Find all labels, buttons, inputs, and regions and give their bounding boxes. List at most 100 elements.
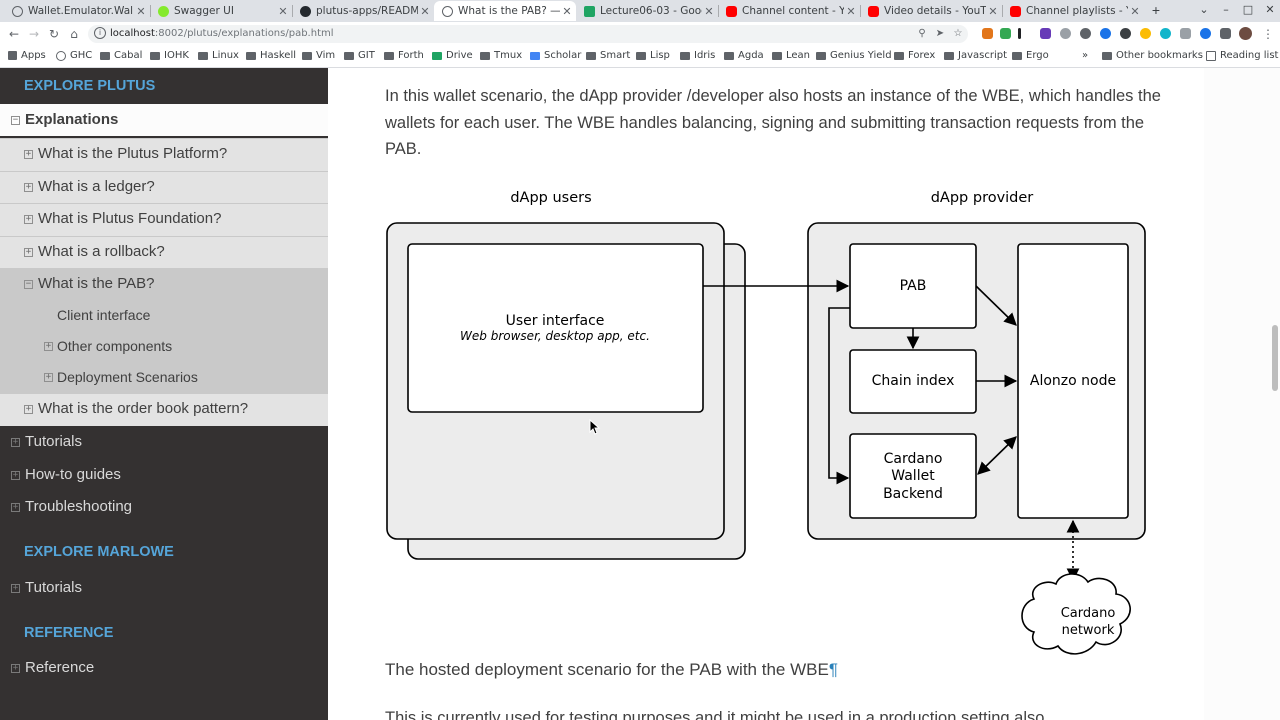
bookmark[interactable]: Haskell [246, 50, 296, 61]
browser-tab[interactable]: plutus-apps/README.n ✕ [292, 1, 434, 21]
other-bookmarks[interactable]: Other bookmarks [1102, 50, 1203, 61]
bookmark[interactable]: Lean [772, 50, 810, 61]
sidebar-item-plutus-foundation[interactable]: + What is Plutus Foundation? [0, 203, 328, 236]
browser-tab[interactable]: Wallet.Emulator.Wallet ✕ [4, 1, 150, 21]
bookmark[interactable]: Agda [724, 50, 764, 61]
browser-tab[interactable]: Swagger UI ✕ [150, 1, 292, 21]
extension-icon[interactable] [1180, 28, 1191, 39]
sidebar-item-pab[interactable]: − What is the PAB? [0, 268, 328, 301]
sidebar-item-label: Troubleshooting [25, 498, 133, 515]
avatar[interactable] [1239, 27, 1252, 40]
sidebar-item-other-components[interactable]: + Other components [0, 331, 328, 362]
close-icon[interactable]: ✕ [278, 4, 288, 18]
extension-icon[interactable] [1040, 28, 1051, 39]
reading-list[interactable]: Reading list [1206, 50, 1278, 61]
sidebar-item-plutus-platform[interactable]: + What is the Plutus Platform? [0, 138, 328, 171]
expand-icon[interactable]: + [44, 341, 53, 351]
scrollbar-thumb[interactable] [1272, 325, 1278, 391]
extension-icon[interactable] [1018, 28, 1021, 39]
bookmark[interactable]: Tmux [480, 50, 522, 61]
sidebar-item-client-interface[interactable]: Client interface [0, 300, 328, 331]
info-icon[interactable]: i [94, 27, 106, 39]
close-icon[interactable]: ✕ [562, 4, 572, 18]
collapse-icon[interactable]: − [24, 279, 33, 289]
bookmarks-overflow-button[interactable]: » [1082, 50, 1089, 61]
bookmark[interactable]: Ergo [1012, 50, 1049, 61]
menu-kebab-icon[interactable]: ⋮ [1262, 27, 1274, 41]
tab-strip: Wallet.Emulator.Wallet ✕ Swagger UI ✕ pl… [0, 0, 1280, 22]
home-icon[interactable]: ⌂ [70, 27, 78, 41]
browser-tab[interactable]: Video details - YouTube ✕ [860, 1, 1002, 21]
extension-icon[interactable] [1140, 28, 1151, 39]
tab-search-icon[interactable]: ⌄ [1199, 3, 1209, 16]
bookmark[interactable]: Linux [198, 50, 239, 61]
bookmark[interactable]: Forth [384, 50, 424, 61]
share-icon[interactable]: ➤ [935, 28, 945, 39]
sidebar-item-rollback[interactable]: + What is a rollback? [0, 236, 328, 269]
close-icon[interactable]: ✕ [988, 4, 998, 18]
expand-icon[interactable]: + [11, 583, 20, 593]
close-icon[interactable]: ✕ [704, 4, 714, 18]
extension-icon[interactable] [1120, 28, 1131, 39]
sidebar-item-explanations[interactable]: − Explanations [0, 104, 328, 136]
extension-icon[interactable] [1100, 28, 1111, 39]
extension-icon[interactable] [1160, 28, 1171, 39]
expand-icon[interactable]: + [24, 247, 33, 257]
minimize-icon[interactable]: – [1223, 3, 1229, 16]
browser-tab[interactable]: Lecture06-03 - Google ✕ [576, 1, 718, 21]
bookmark[interactable]: Lisp [636, 50, 670, 61]
bookmark[interactable]: Drive [432, 50, 473, 61]
close-icon[interactable]: ✕ [1130, 4, 1140, 18]
bookmark[interactable]: GIT [344, 50, 375, 61]
close-window-icon[interactable]: ✕ [1265, 3, 1275, 16]
bookmark[interactable]: GHC [56, 50, 92, 61]
bookmark[interactable]: Javascript [944, 50, 1007, 61]
sidebar-item-deployment-scenarios[interactable]: + Deployment Scenarios [0, 362, 328, 393]
back-arrow-icon[interactable]: ← [8, 27, 20, 41]
bookmark[interactable]: Genius Yield [816, 50, 892, 61]
expand-icon[interactable]: + [11, 663, 20, 673]
expand-icon[interactable]: + [24, 149, 33, 159]
bookmark-apps[interactable]: Apps [8, 50, 46, 61]
bookmark[interactable]: Scholar [530, 50, 581, 61]
collapse-icon[interactable]: − [11, 115, 20, 125]
expand-icon[interactable]: + [11, 502, 20, 512]
bookmark-star-icon[interactable]: ☆ [953, 28, 963, 39]
close-icon[interactable]: ✕ [420, 4, 430, 18]
extension-icon[interactable] [1080, 28, 1091, 39]
sidebar-item-ledger[interactable]: + What is a ledger? [0, 171, 328, 204]
bookmark[interactable]: Cabal [100, 50, 142, 61]
extension-icon[interactable] [1060, 28, 1071, 39]
expand-icon[interactable]: + [24, 182, 33, 192]
browser-tab-active[interactable]: What is the PAB? — The ✕ [434, 1, 576, 21]
maximize-icon[interactable]: □ [1242, 3, 1254, 16]
bookmark[interactable]: Forex [894, 50, 935, 61]
folder-icon [100, 51, 110, 60]
extension-icon[interactable] [1200, 28, 1211, 39]
sidebar-item-order-book[interactable]: + What is the order book pattern? [0, 393, 328, 426]
bookmark[interactable]: Smart [586, 50, 630, 61]
extension-icon[interactable] [1000, 28, 1011, 39]
permalink-icon[interactable]: ¶ [828, 660, 838, 679]
extension-icon[interactable] [982, 28, 993, 39]
new-tab-button[interactable]: + [1151, 2, 1161, 18]
expand-icon[interactable]: + [11, 470, 20, 480]
globe-icon [12, 5, 23, 17]
expand-icon[interactable]: + [24, 404, 33, 414]
bookmark[interactable]: Idris [680, 50, 715, 61]
browser-tab[interactable]: Channel playlists - You ✕ [1002, 1, 1144, 21]
folder-icon [680, 51, 690, 60]
close-icon[interactable]: ✕ [136, 4, 146, 18]
close-icon[interactable]: ✕ [846, 4, 856, 18]
address-bar[interactable]: i localhost:8002/plutus/explanations/pab… [88, 25, 968, 43]
bookmark[interactable]: Vim [302, 50, 335, 61]
expand-icon[interactable]: + [11, 437, 20, 447]
puzzle-icon[interactable] [1220, 28, 1231, 39]
reload-icon[interactable]: ↻ [48, 27, 60, 41]
browser-tab[interactable]: Channel content - YouT ✕ [718, 1, 860, 21]
forward-arrow-icon[interactable]: → [28, 27, 40, 41]
expand-icon[interactable]: + [24, 214, 33, 224]
bookmark[interactable]: IOHK [150, 50, 189, 61]
expand-icon[interactable]: + [44, 372, 53, 382]
zoom-icon[interactable]: ⚲ [918, 28, 926, 39]
